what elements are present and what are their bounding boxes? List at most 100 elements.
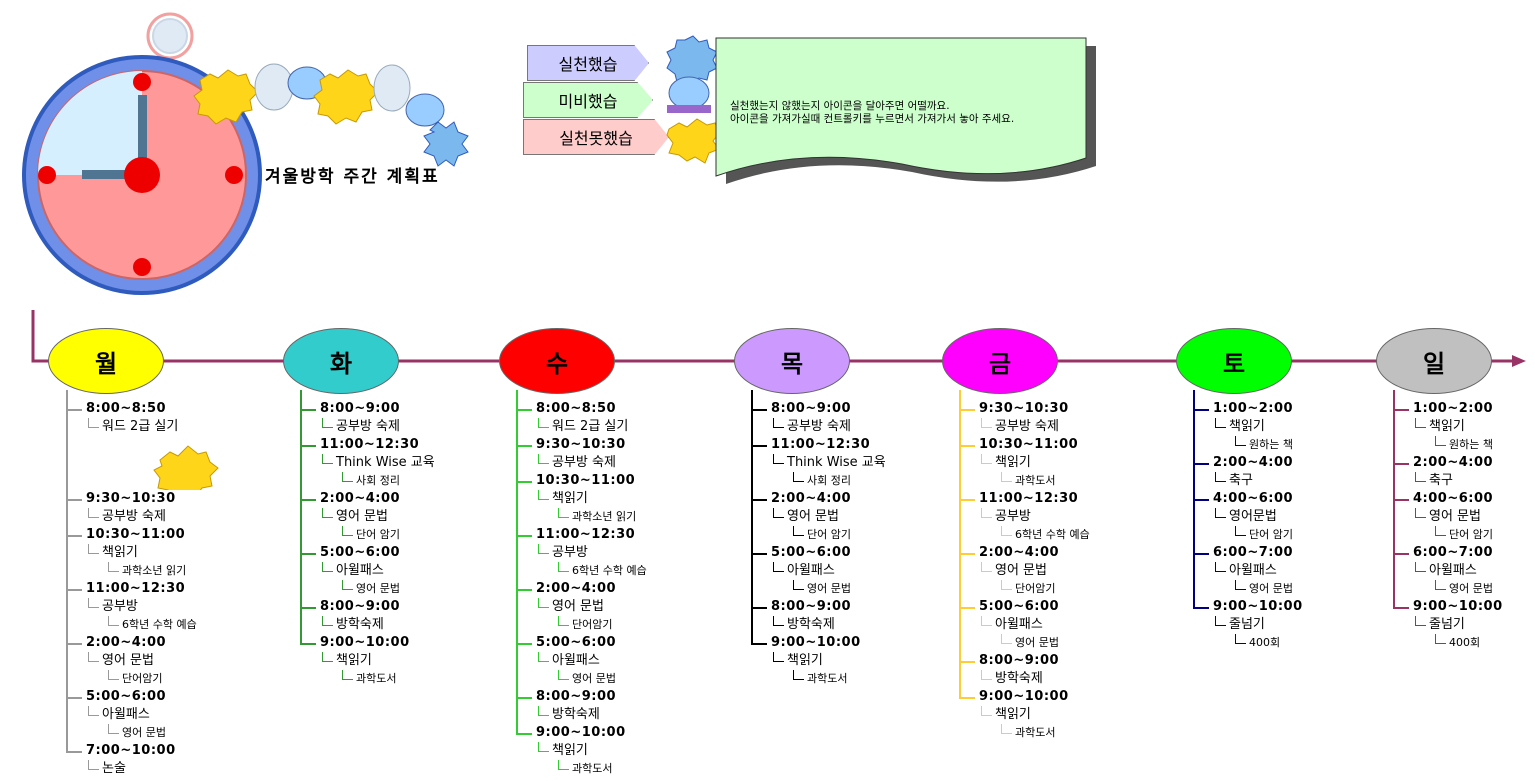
time-slot: 8:00~8:50 (66, 400, 197, 418)
activity-item: 영어 문법 (1393, 508, 1503, 526)
activity-item: 영어 문법 (300, 508, 435, 526)
time-slot: 11:00~12:30 (959, 490, 1090, 508)
activity-item: 아윌패스 (1193, 562, 1303, 580)
activity-item: 공부방 숙제 (959, 418, 1090, 436)
time-slot: 5:00~6:00 (516, 634, 647, 652)
time-slot: 9:00~10:00 (300, 634, 435, 652)
activity-item: 줄넘기 (1193, 616, 1303, 634)
activity-item: 공부방 숙제 (516, 454, 647, 472)
activity-detail: 영어 문법 (751, 580, 886, 598)
time-slot: 9:30~10:30 (66, 490, 197, 508)
day-node-thu: 목 (734, 328, 850, 394)
activity-detail: 과학소년 읽기 (66, 562, 197, 580)
clock-illustration (22, 12, 469, 295)
activity-item: 아윌패스 (959, 616, 1090, 634)
activity-item: 공부방 숙제 (300, 418, 435, 436)
activity-item: 책읽기 (1193, 418, 1303, 436)
activity-item: 공부방 (959, 508, 1090, 526)
activity-item: 아윌패스 (751, 562, 886, 580)
activity-detail: 과학도서 (300, 670, 435, 688)
tree-spine (959, 390, 961, 698)
legend-done: 실천했습 (527, 45, 649, 81)
activity-detail: 6학년 수학 예습 (516, 562, 647, 580)
activity-detail: 과학도서 (751, 670, 886, 688)
activity-item: 아윌패스 (300, 562, 435, 580)
time-slot: 9:00~10:00 (959, 688, 1090, 706)
activity-item: 아윌패스 (1393, 562, 1503, 580)
note-paper (715, 37, 1096, 184)
activity-item: 책읽기 (1393, 418, 1503, 436)
time-slot: 2:00~4:00 (959, 544, 1090, 562)
activity-item: 책읽기 (516, 742, 647, 760)
time-slot: 8:00~9:00 (516, 688, 647, 706)
time-slot: 5:00~6:00 (300, 544, 435, 562)
activity-item: 워드 2급 실기 (66, 418, 197, 436)
activity-detail: 과학도서 (959, 724, 1090, 742)
activity-item: 아윌패스 (516, 652, 647, 670)
activity-item: Think Wise 교육 (751, 454, 886, 472)
activity-detail: 400회 (1393, 634, 1503, 652)
activity-detail: 단어 암기 (751, 526, 886, 544)
time-slot: 8:00~9:00 (959, 652, 1090, 670)
activity-item: Think Wise 교육 (300, 454, 435, 472)
time-slot: 2:00~4:00 (751, 490, 886, 508)
day-node-wed: 수 (499, 328, 615, 394)
activity-item: 책읽기 (300, 652, 435, 670)
time-slot: 11:00~12:30 (300, 436, 435, 454)
puzzle-icon (153, 445, 219, 490)
activity-detail: 단어암기 (516, 616, 647, 634)
activity-detail: 원하는 책 (1393, 436, 1503, 454)
activity-detail: 과학도서 (516, 760, 647, 778)
time-slot: 2:00~4:00 (1393, 454, 1503, 472)
activity-detail: 영어 문법 (959, 634, 1090, 652)
activity-detail: 영어 문법 (1393, 580, 1503, 598)
activity-item: 책읽기 (959, 454, 1090, 472)
activity-item: 공부방 (66, 598, 197, 616)
tree-spine (516, 390, 518, 734)
activity-detail: 사회 정리 (751, 472, 886, 490)
time-slot: 9:30~10:30 (959, 400, 1090, 418)
activity-detail: 원하는 책 (1193, 436, 1303, 454)
time-slot: 5:00~6:00 (751, 544, 886, 562)
time-slot: 11:00~12:30 (66, 580, 197, 598)
time-slot: 2:00~4:00 (300, 490, 435, 508)
activity-item: 공부방 (516, 544, 647, 562)
time-slot: 5:00~6:00 (959, 598, 1090, 616)
time-slot: 8:00~8:50 (516, 400, 647, 418)
tree-spine (300, 390, 302, 644)
time-slot: 4:00~6:00 (1193, 490, 1303, 508)
activity-item: 방학숙제 (751, 616, 886, 634)
day-node-tue: 화 (283, 328, 399, 394)
day-node-sat: 토 (1176, 328, 1292, 394)
time-slot: 5:00~6:00 (66, 688, 197, 706)
time-slot: 8:00~9:00 (300, 598, 435, 616)
activity-detail: 400회 (1193, 634, 1303, 652)
activity-item: 책읽기 (751, 652, 886, 670)
activity-item: 축구 (1393, 472, 1503, 490)
legend-not-done: 실천못했습 (523, 119, 669, 155)
time-slot: 6:00~7:00 (1393, 544, 1503, 562)
note-text: 실천했는지 않했는지 아이콘을 달아주면 어떨까요. 아이콘을 가져가실때 컨트… (730, 100, 1014, 126)
activity-item: 영어 문법 (66, 652, 197, 670)
legend-icons (666, 35, 720, 164)
activity-item: 워드 2급 실기 (516, 418, 647, 436)
activity-item: 책읽기 (516, 490, 647, 508)
time-slot: 8:00~9:00 (751, 400, 886, 418)
day-node-sun: 일 (1376, 328, 1492, 394)
activity-item: 줄넘기 (1393, 616, 1503, 634)
time-slot: 8:00~9:00 (751, 598, 886, 616)
activity-detail: 단어 암기 (1393, 526, 1503, 544)
activity-item: 책읽기 (959, 706, 1090, 724)
activity-detail: 6학년 수학 예습 (959, 526, 1090, 544)
note-line-1: 실천했는지 않했는지 아이콘을 달아주면 어떨까요. (730, 100, 950, 112)
activity-item: 영어 문법 (516, 598, 647, 616)
activity-item: 공부방 숙제 (66, 508, 197, 526)
activity-item: 아윌패스 (66, 706, 197, 724)
time-slot: 8:00~9:00 (300, 400, 435, 418)
activity-item: 축구 (1193, 472, 1303, 490)
activity-detail: 단어 암기 (300, 526, 435, 544)
